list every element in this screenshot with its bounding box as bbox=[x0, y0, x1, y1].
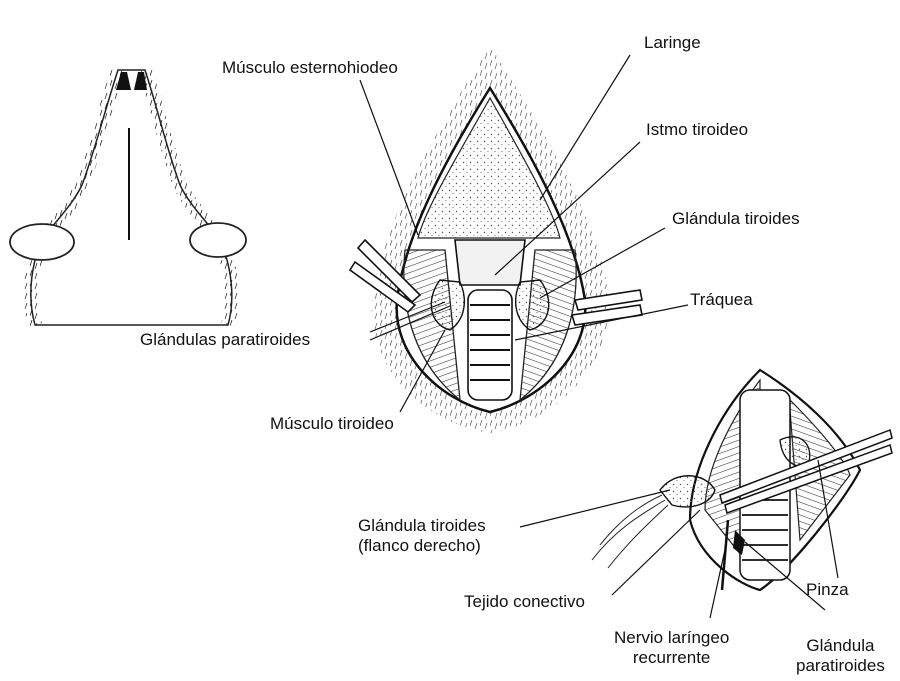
label-parathyroid-line2: paratiroides bbox=[796, 656, 885, 676]
label-right-thyroid: Glándula tiroides (flanco derecho) bbox=[358, 516, 486, 556]
label-parathyroid-glands: Glándulas paratiroides bbox=[140, 330, 310, 350]
label-thyroid-gland: Glándula tiroides bbox=[672, 209, 800, 229]
label-parathyroid-line1: Glándula bbox=[796, 636, 885, 656]
label-nerve-line1: Nervio laríngeo bbox=[614, 628, 729, 648]
label-forceps: Pinza bbox=[806, 580, 849, 600]
label-thyroid-muscle: Músculo tiroideo bbox=[270, 414, 394, 434]
label-larynx: Laringe bbox=[644, 33, 701, 53]
label-trachea: Tráquea bbox=[690, 290, 753, 310]
label-thyroid-isthmus: Istmo tiroideo bbox=[646, 120, 748, 140]
label-right-thyroid-line2: (flanco derecho) bbox=[358, 536, 486, 556]
label-sternohyoid-muscle: Músculo esternohiodeo bbox=[222, 58, 398, 78]
label-nerve-line2: recurrente bbox=[614, 648, 729, 668]
label-parathyroid-gland: Glándula paratiroides bbox=[796, 636, 885, 676]
rat-head-drawing bbox=[10, 70, 246, 325]
main-surgical-view bbox=[350, 70, 642, 420]
label-recurrent-laryngeal-nerve: Nervio laríngeo recurrente bbox=[614, 628, 729, 668]
label-connective-tissue: Tejido conectivo bbox=[464, 592, 585, 612]
label-right-thyroid-line1: Glándula tiroides bbox=[358, 516, 486, 536]
detail-surgical-view bbox=[592, 370, 892, 590]
